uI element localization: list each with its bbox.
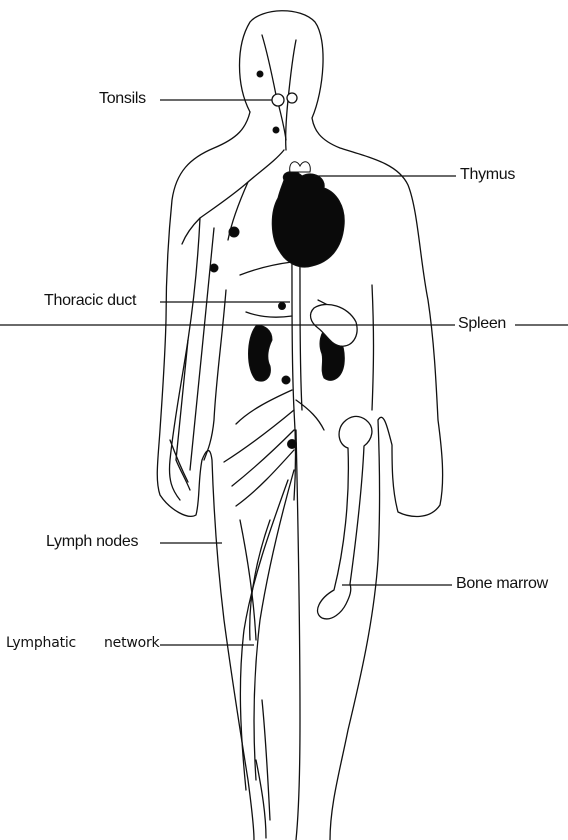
body-outline-left: [157, 112, 254, 840]
label-network: network: [104, 635, 159, 651]
thymus-shape: [290, 162, 311, 172]
label-spleen: Spleen: [458, 315, 506, 333]
right-arm-inner: [372, 285, 374, 410]
label-lymph-nodes: Lymph nodes: [46, 533, 138, 551]
label-thymus: Thymus: [460, 166, 515, 184]
label-tonsils: Tonsils: [99, 90, 146, 108]
tonsil-right: [287, 93, 297, 103]
left-arm-inner: [204, 290, 226, 460]
label-bone-marrow: Bone marrow: [456, 575, 548, 593]
heart-shape: [272, 172, 344, 267]
left-kidney-shape: [249, 326, 273, 381]
femur-bone: [318, 416, 372, 619]
tonsil-left: [272, 94, 284, 106]
inner-leg-line: [296, 430, 300, 840]
label-thoracic-duct: Thoracic duct: [44, 292, 136, 310]
label-lymphatic: Lymphatic: [6, 635, 76, 651]
